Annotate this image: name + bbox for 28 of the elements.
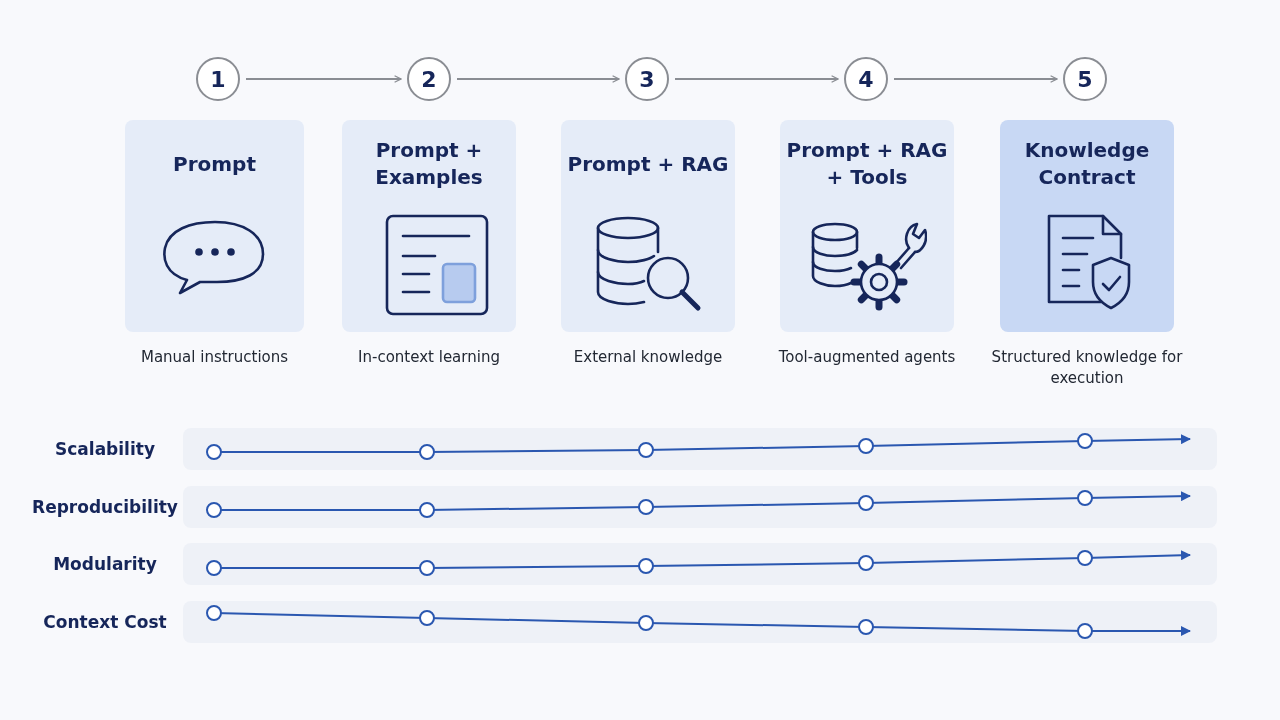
arrow <box>456 75 620 83</box>
row-label: Reproducibility <box>31 496 179 518</box>
card-heading: Prompt <box>172 150 257 178</box>
step-number-circle: 1 <box>196 57 240 101</box>
stage-caption: In-context learning <box>357 347 501 368</box>
arrow <box>893 75 1058 83</box>
card-heading: Prompt + Examples <box>374 137 484 191</box>
arrow <box>245 75 402 83</box>
stage-card <box>342 120 516 332</box>
step-number-circle: 2 <box>407 57 451 101</box>
stage-card <box>1000 120 1174 332</box>
stage-caption: Tool-augmented agents <box>777 347 957 368</box>
stage-caption: External knowledge <box>572 347 724 368</box>
step-number-circle: 5 <box>1063 57 1107 101</box>
stage-caption: Structured knowledge for execution <box>990 347 1184 389</box>
arrow <box>674 75 839 83</box>
stage-card <box>125 120 304 332</box>
row-label: Context Cost <box>42 611 168 633</box>
card-heading: Prompt + RAG <box>566 150 730 178</box>
row-label: Scalability <box>54 438 156 460</box>
stage-card <box>780 120 954 332</box>
step-number-circle: 3 <box>625 57 669 101</box>
step-number-circle: 4 <box>844 57 888 101</box>
card-heading: Knowledge Contract <box>1023 137 1151 191</box>
card-heading: Prompt + RAG + Tools <box>785 137 949 191</box>
stage-card <box>561 120 735 332</box>
row-label: Modularity <box>52 553 158 575</box>
stage-caption: Manual instructions <box>139 347 290 368</box>
